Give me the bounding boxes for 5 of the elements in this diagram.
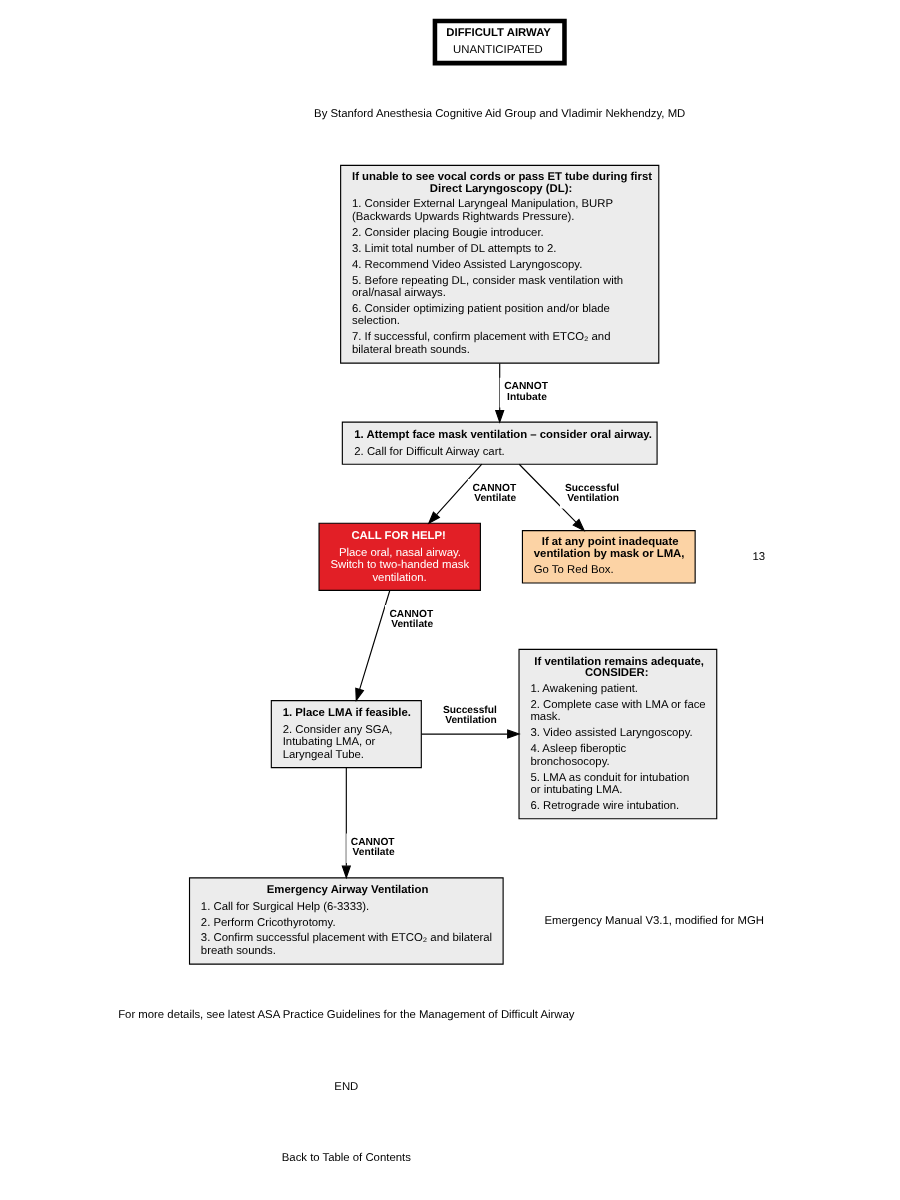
arrow — [421, 729, 521, 739]
arrow — [355, 589, 391, 702]
arrow — [518, 463, 586, 532]
arrow — [494, 362, 505, 424]
arrow — [427, 463, 483, 525]
